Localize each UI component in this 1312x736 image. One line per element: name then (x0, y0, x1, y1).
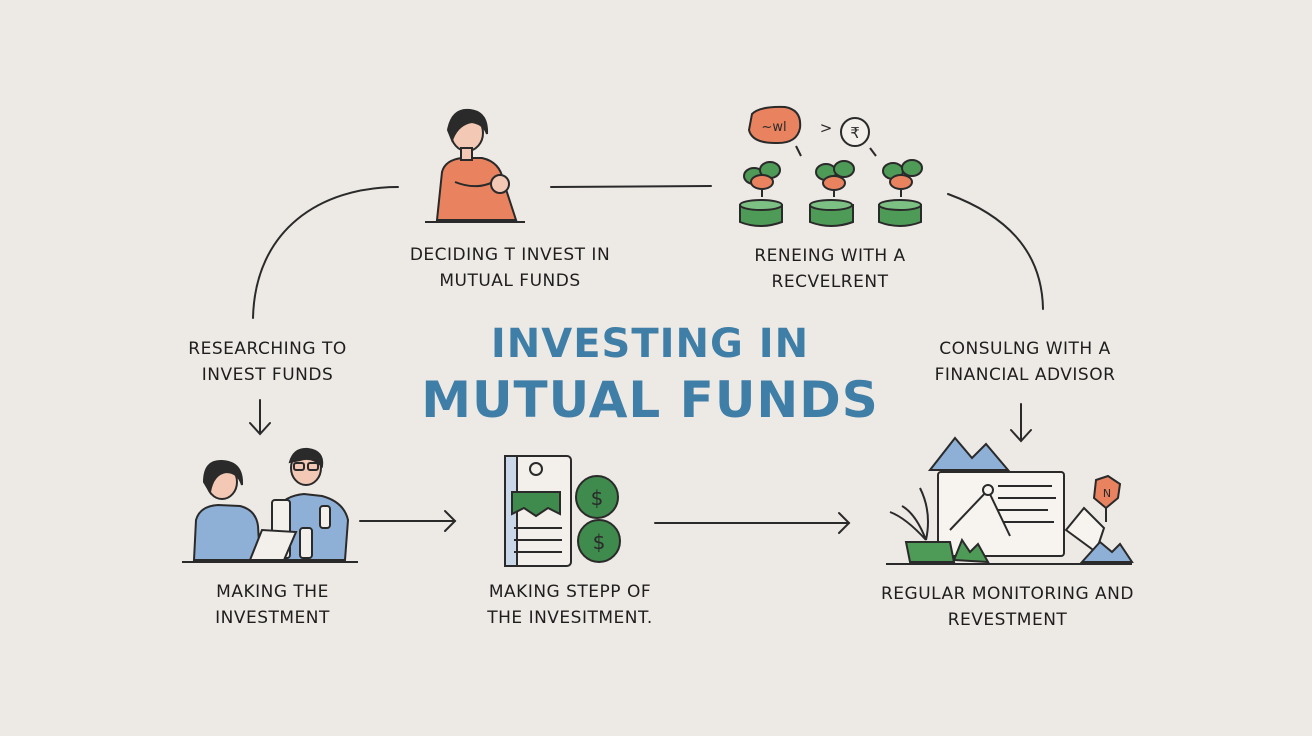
dollar-coin-2-text: $ (593, 530, 606, 554)
step-making-stepp-label: MAKING STEPP OF THE INVESITMENT. (455, 579, 685, 631)
step-reneing-line-1: RENEING WITH A (754, 246, 906, 266)
step-making-line-1: MAKING THE (216, 582, 329, 602)
money-stack-1-icon (739, 199, 783, 227)
plant-cluster-2-icon (815, 160, 855, 197)
small-arrow-text: > (820, 119, 833, 137)
step-consulting-line-2: FINANCIAL ADVISOR (934, 365, 1116, 385)
diagram-title: INVESTING IN MUTUAL FUNDS (380, 318, 920, 430)
renewal-icon: ~wl > ₹ (739, 105, 923, 227)
step-making-stepp-line-2: THE INVESITMENT. (487, 608, 653, 628)
step-making-label: MAKING THE INVESTMENT (180, 579, 365, 631)
right-arrow-1 (359, 510, 457, 532)
person-deciding-icon (425, 108, 525, 223)
step-making-line-2: INVESTMENT (215, 608, 330, 628)
dollar-coin-1-text: $ (591, 486, 604, 510)
step-researching-line-1: RESEARCHING TO (188, 339, 347, 359)
rupee-text: ₹ (850, 124, 860, 142)
money-stack-2-icon (809, 199, 854, 227)
right-arrow-2 (654, 512, 851, 534)
plant-cluster-1-icon (743, 161, 781, 197)
step-monitoring-label: REGULAR MONITORING AND REVESTMENT (870, 581, 1145, 633)
step-making-stepp-line-1: MAKING STEPP OF (488, 582, 652, 602)
down-arrow-right (1010, 403, 1032, 443)
arc-right-connector (947, 193, 1044, 310)
step-deciding-label: DECIDING T INVEST IN MUTUAL FUNDS (380, 242, 640, 294)
bubble-text: ~wl (761, 120, 786, 135)
connectors (249, 185, 1044, 534)
down-arrow-left (249, 399, 271, 436)
step-monitoring-line-2: REVESTMENT (947, 610, 1068, 630)
title-line-2: MUTUAL FUNDS (421, 371, 879, 429)
step-researching-label: RESEARCHING TO INVEST FUNDS (160, 336, 375, 388)
badge-text: N (1103, 487, 1111, 500)
step-consulting-label: CONSULNG WITH A FINANCIAL ADVISOR (905, 336, 1145, 388)
step-monitoring-line-1: REGULAR MONITORING AND (881, 584, 1134, 604)
money-stack-3-icon (878, 199, 922, 227)
monitoring-icon: N (886, 436, 1134, 565)
people-investing-icon (182, 447, 358, 563)
step-reneing-label: RENEING WITH A RECVELRENT (715, 243, 945, 295)
arc-left-connector (252, 186, 399, 319)
step-consulting-line-1: CONSULNG WITH A (939, 339, 1111, 359)
title-line-1: INVESTING IN (490, 321, 810, 367)
plant-cluster-3-icon (882, 159, 923, 197)
step-researching-line-2: INVEST FUNDS (201, 365, 334, 385)
investment-document-icon: $ $ (504, 455, 621, 567)
step-deciding-line-1: DECIDING T INVEST IN (409, 245, 611, 265)
step-reneing-line-2: RECVELRENT (771, 272, 889, 292)
step-deciding-line-2: MUTUAL FUNDS (439, 271, 581, 291)
top-connector (550, 185, 712, 188)
